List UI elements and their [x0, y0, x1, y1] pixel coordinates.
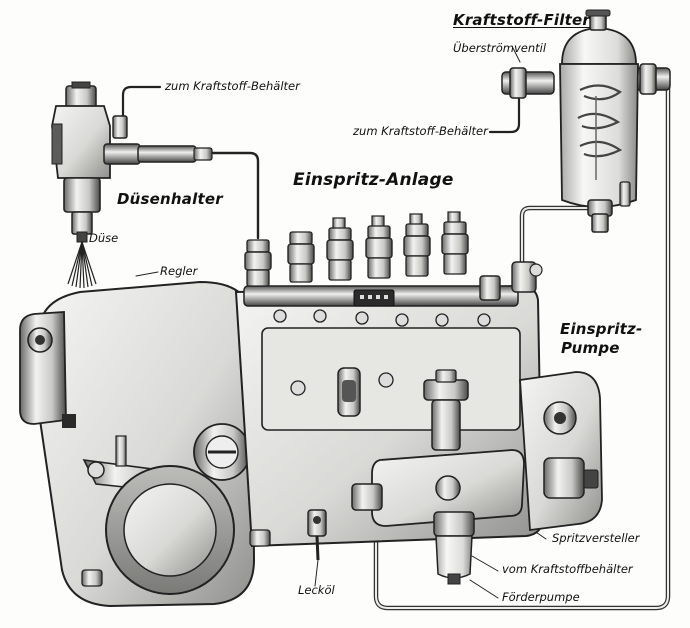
label-duese: Düse [89, 231, 119, 245]
label-duesenhalter: Düsenhalter [117, 190, 223, 208]
label-zum-kraftstoff-behaelter-holder: zum Kraftstoff-Behälter [165, 79, 300, 93]
label-foerderpumpe: Förderpumpe [502, 590, 580, 604]
label-spritzversteller: Spritzversteller [552, 531, 640, 545]
label-einspritz-pumpe-line1: Einspritz- [560, 320, 643, 338]
delivery-valves [244, 211, 469, 287]
label-leckoel: Lecköl [298, 583, 335, 597]
label-regler: Regler [160, 264, 198, 278]
label-einspritz-anlage: Einspritz-Anlage [293, 170, 454, 190]
fuel-filter-drawing [501, 9, 671, 233]
label-vom-kraftstoffbehaelter: vom Kraftstoffbehälter [502, 562, 633, 576]
injection-pump-drawing [19, 211, 603, 608]
label-zum-kraftstoff-behaelter-filter: zum Kraftstoff-Behälter [353, 124, 488, 138]
label-kraftstoff-filter: Kraftstoff-Filter [453, 11, 590, 29]
nozzle-holder-drawing [51, 81, 213, 289]
label-einspritz-pumpe-line2: Pumpe [561, 339, 620, 357]
label-ueberstroemventil: Überströmventil [453, 41, 547, 55]
